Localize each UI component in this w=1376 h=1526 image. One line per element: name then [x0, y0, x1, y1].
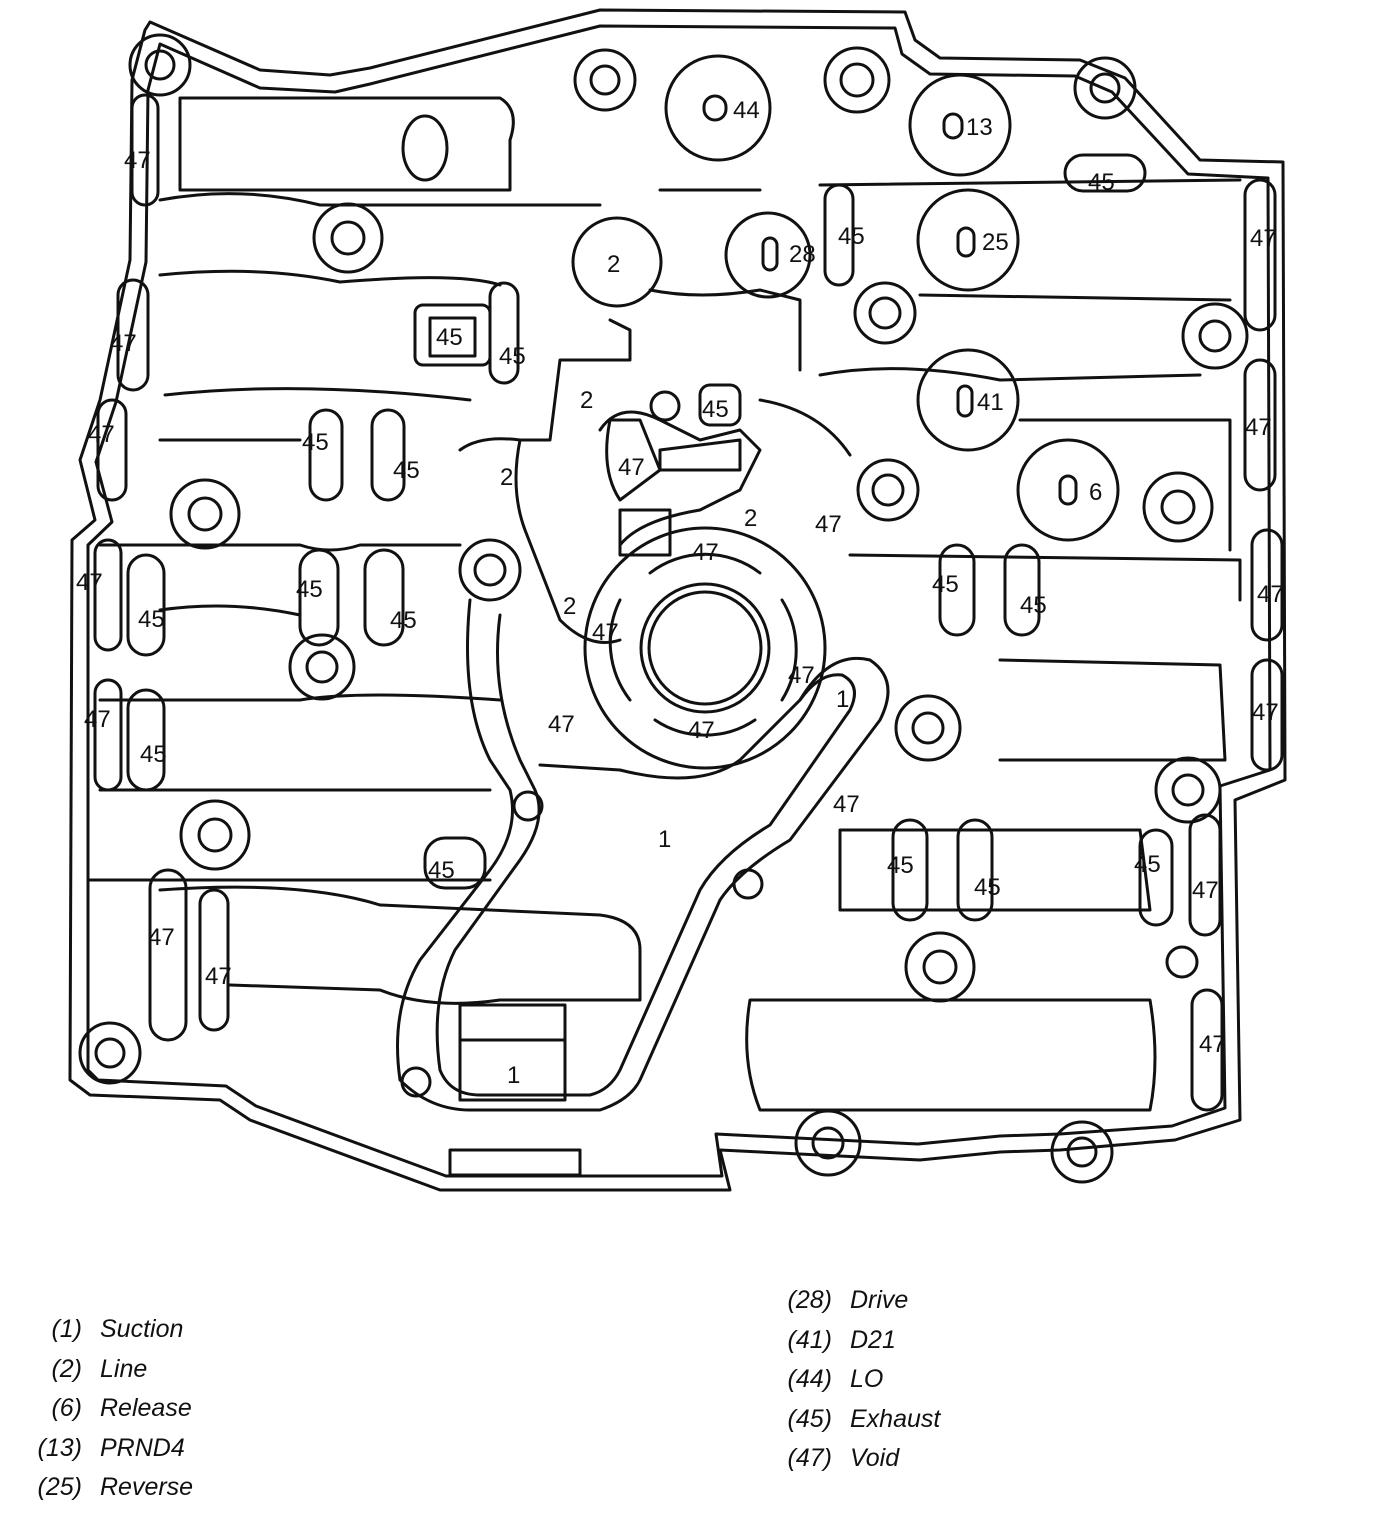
- label-void: 47: [788, 662, 815, 689]
- label-void: 47: [688, 717, 715, 744]
- legend-code: (41): [787, 1325, 832, 1354]
- legend-name: Line: [100, 1354, 148, 1383]
- label-exhaust: 45: [393, 457, 420, 484]
- label-reverse: 25: [982, 229, 1009, 256]
- label-void: 47: [1192, 877, 1219, 904]
- label-void: 47: [148, 924, 175, 951]
- legend-item-exhaust: (45) Exhaust: [780, 1400, 941, 1440]
- label-line: 2: [580, 387, 593, 414]
- legend-code: (1): [51, 1315, 82, 1343]
- label-void: 47: [833, 791, 860, 818]
- label-drive: 28: [789, 241, 816, 268]
- legend-code: (44): [787, 1365, 832, 1393]
- label-void: 47: [592, 619, 619, 646]
- label-void: 47: [1252, 699, 1279, 726]
- label-exhaust: 45: [1134, 851, 1161, 878]
- legend-code: (45): [787, 1404, 832, 1433]
- label-exhaust: 45: [499, 343, 526, 370]
- label-void: 47: [1199, 1031, 1226, 1058]
- label-void: 47: [618, 454, 645, 481]
- label-suction: 1: [836, 686, 849, 713]
- label-void: 47: [88, 421, 115, 448]
- valve-bores: [401, 54, 1120, 542]
- legend-left: (1)Suction (2)Line (6)Release (13)PRND4 …: [26, 1310, 194, 1508]
- label-suction: 1: [507, 1062, 520, 1089]
- legend-item-prnd4: (13) PRND4: [26, 1429, 193, 1469]
- label-d21: 41: [977, 389, 1004, 416]
- legend-name: Drive: [850, 1286, 909, 1314]
- valve-channels: [88, 96, 1242, 1177]
- gasket-outline: [68, 8, 1287, 1192]
- valve-body-diagram: 44 13 45 25 28 45 2 47 47 45 45 47 2 45 …: [68, 8, 1287, 1192]
- label-void: 47: [1245, 414, 1272, 441]
- legend-right: (28) Drive (41) D21 (44) LO (45) Exhaust (47…: [780, 1281, 941, 1479]
- label-line: 2: [744, 505, 757, 532]
- label-exhaust: 45: [428, 857, 455, 884]
- gasket-inner-outline: [86, 24, 1272, 1178]
- legend-item-release: (6) Release: [26, 1389, 193, 1429]
- label-exhaust: 45: [702, 396, 729, 423]
- label-exhaust: 45: [974, 874, 1001, 901]
- label-void: 47: [1250, 225, 1277, 252]
- legend-name: Reverse: [100, 1473, 194, 1501]
- label-release: 6: [1089, 479, 1102, 506]
- legend-name: Release: [100, 1394, 192, 1422]
- legend-code: (28): [787, 1286, 832, 1314]
- legend-item-lo: (44) LO: [780, 1360, 940, 1400]
- pump-bore: [583, 526, 827, 770]
- legend-code: (47): [787, 1444, 832, 1472]
- label-void: 47: [205, 963, 232, 990]
- passage-labels: 44 13 45 25 28 45 2 47 47 45 45 47 2 45 …: [76, 97, 1284, 1089]
- legend-name: LO: [850, 1365, 884, 1393]
- legend-item-line: (2) Line: [26, 1350, 193, 1390]
- label-line: 2: [563, 593, 576, 620]
- legend-item-reverse: (25) Reverse: [26, 1468, 194, 1508]
- label-suction: 1: [658, 826, 671, 853]
- label-void: 47: [110, 330, 137, 357]
- legend-name: PRND4: [100, 1433, 185, 1462]
- label-exhaust: 45: [1020, 592, 1047, 619]
- label-exhaust: 45: [390, 607, 417, 634]
- label-void: 47: [815, 511, 842, 538]
- label-exhaust: 45: [436, 324, 463, 351]
- legend-name: D21: [850, 1325, 896, 1354]
- label-line: 2: [500, 464, 513, 491]
- label-exhaust: 45: [932, 571, 959, 598]
- label-lo: 44: [733, 97, 760, 124]
- label-exhaust: 45: [302, 429, 329, 456]
- label-void: 47: [76, 569, 103, 596]
- legend-name: Suction: [100, 1315, 184, 1343]
- label-exhaust: 45: [138, 606, 165, 633]
- legend-code: (2): [51, 1354, 82, 1383]
- label-void: 47: [124, 147, 151, 174]
- label-void: 47: [548, 711, 575, 738]
- label-void: 47: [692, 539, 719, 566]
- label-line: 2: [607, 251, 620, 278]
- void-slots: [93, 93, 1284, 1112]
- label-exhaust: 45: [838, 223, 865, 250]
- exhaust-slots: [126, 153, 1174, 927]
- label-exhaust: 45: [1088, 169, 1115, 196]
- legend-name: Exhaust: [850, 1404, 941, 1433]
- label-void: 47: [1257, 581, 1284, 608]
- legend-item-d21: (41) D21: [780, 1321, 940, 1361]
- legend-item-drive: (28) Drive: [780, 1281, 940, 1321]
- legend-name: Void: [850, 1444, 900, 1472]
- legend-code: (13): [37, 1433, 82, 1462]
- label-exhaust: 45: [296, 576, 323, 603]
- label-exhaust: 45: [140, 741, 167, 768]
- label-exhaust: 45: [887, 852, 914, 879]
- legend-item-void: (47) Void: [780, 1439, 940, 1479]
- label-void: 47: [84, 706, 111, 733]
- legend-item-suction: (1) Suction: [26, 1310, 193, 1350]
- legend-code: (6): [51, 1394, 82, 1422]
- label-prnd4: 13: [966, 114, 993, 141]
- legend-code: (25): [37, 1473, 82, 1501]
